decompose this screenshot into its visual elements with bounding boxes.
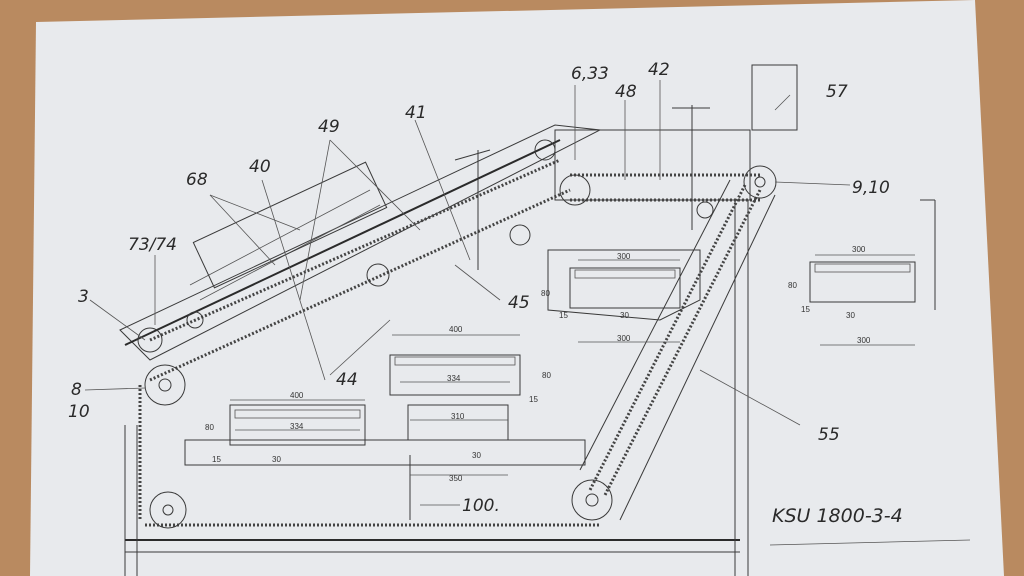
dimension-values: 300 300 300 300 400 400 334 334 310 350 … xyxy=(205,245,871,483)
dim-d21: 30 xyxy=(846,311,855,320)
label-l17: 100. xyxy=(462,496,500,516)
label-l15: 44 xyxy=(336,370,358,390)
dim-d3: 300 xyxy=(852,245,866,254)
label-l9: 73/74 xyxy=(128,235,177,255)
dim-d6: 400 xyxy=(290,391,304,400)
dim-d8: 334 xyxy=(447,374,461,383)
label-l13: 9,10 xyxy=(852,178,890,198)
paper-sheet xyxy=(30,0,1004,576)
label-l16: 55 xyxy=(818,425,840,445)
label-l5: 49 xyxy=(318,117,340,137)
label-l1: 6,33 xyxy=(571,64,609,84)
label-l7: 68 xyxy=(186,170,208,190)
drawing-code: KSU 1800-3-4 xyxy=(772,505,903,527)
dim-d11: 80 xyxy=(205,423,214,432)
label-l10: 3 xyxy=(78,287,89,307)
dim-d9: 310 xyxy=(451,412,465,421)
label-l14: 45 xyxy=(508,293,530,313)
label-l6: 41 xyxy=(405,103,427,123)
label-l4: 57 xyxy=(826,82,848,102)
label-l11: 8 xyxy=(71,380,82,400)
dim-d4: 300 xyxy=(857,336,871,345)
dim-d2: 300 xyxy=(617,334,631,343)
label-l8: 40 xyxy=(249,157,271,177)
label-l12: 10 xyxy=(68,402,90,422)
dim-d16: 15 xyxy=(559,311,568,320)
dim-d10: 350 xyxy=(449,474,463,483)
dim-d19: 30 xyxy=(272,455,281,464)
label-l2: 42 xyxy=(648,60,670,80)
dim-d15: 80 xyxy=(541,289,550,298)
machine-drawing xyxy=(84,64,936,576)
dim-d18: 15 xyxy=(801,305,810,314)
dim-d1: 300 xyxy=(617,252,631,261)
callout-labels: 6,33 42 48 57 49 41 68 40 73/74 3 8 10 9… xyxy=(68,60,890,516)
label-l3: 48 xyxy=(615,82,637,102)
dim-d7: 334 xyxy=(290,422,304,431)
dim-d22: 30 xyxy=(620,311,629,320)
dim-d17: 80 xyxy=(788,281,797,290)
dim-d13: 80 xyxy=(542,371,551,380)
dim-d14: 15 xyxy=(529,395,538,404)
dim-d12: 15 xyxy=(212,455,221,464)
dim-d5: 400 xyxy=(449,325,463,334)
dim-d20: 30 xyxy=(472,451,481,460)
